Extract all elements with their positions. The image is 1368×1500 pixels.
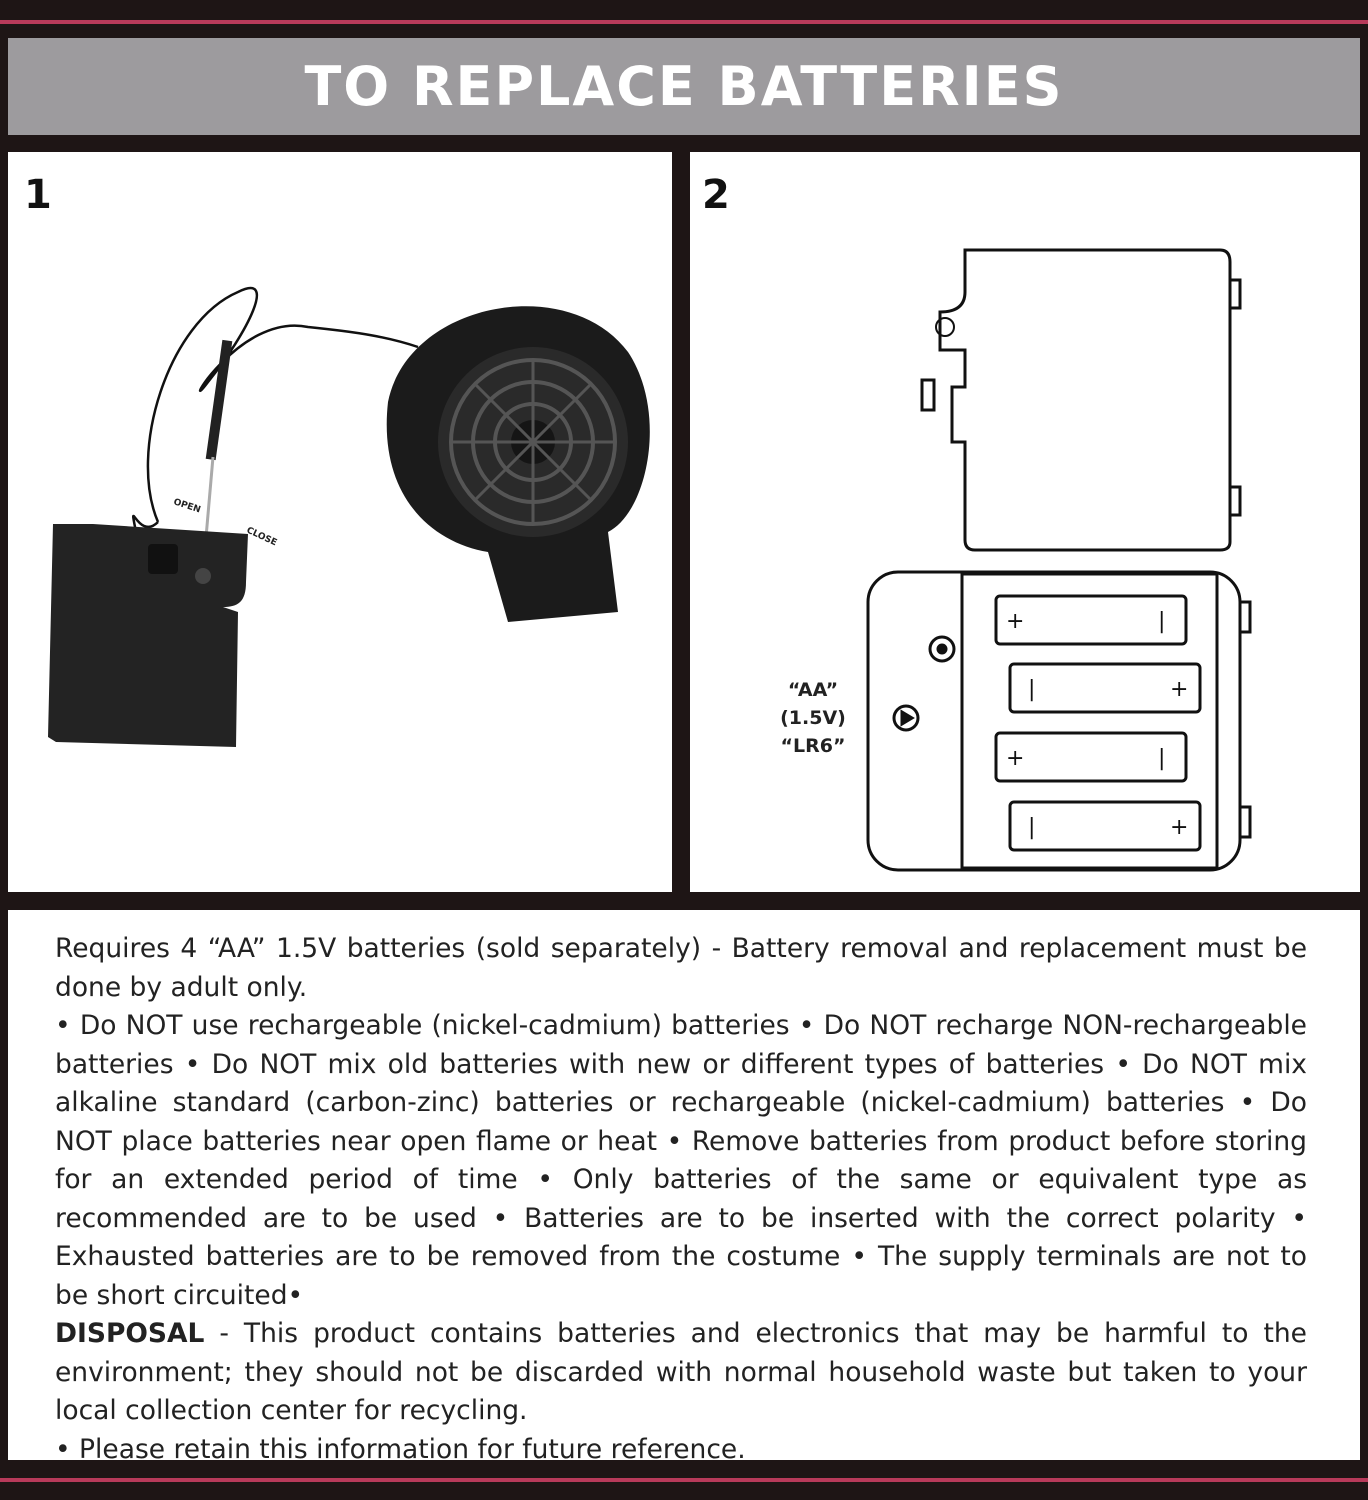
step-2-panel: 2 +| |+ +| |+ “AA” (1	[690, 152, 1360, 892]
open-label: OPEN	[172, 497, 202, 515]
requirements-text: Requires 4 “AA” 1.5V batteries (sold sep…	[55, 933, 1307, 1003]
disposal-label: DISPOSAL	[55, 1318, 205, 1349]
svg-text:|: |	[1028, 677, 1035, 702]
svg-text:|: |	[1028, 815, 1035, 840]
svg-text:+: +	[1170, 815, 1188, 840]
plus-terminal: +	[1006, 609, 1024, 634]
retain-text: • Please retain this information for fut…	[55, 1433, 746, 1465]
battery-voltage: (1.5V)	[780, 707, 846, 729]
blower-fan	[386, 306, 650, 622]
step-1-panel: 1 OPEN CLOSE	[8, 152, 672, 892]
step-number: 1	[24, 172, 52, 218]
battery-box	[48, 524, 248, 747]
battery-size: “AA”	[787, 679, 839, 701]
step-number: 2	[702, 172, 730, 218]
close-label: CLOSE	[245, 526, 279, 549]
top-accent-line	[0, 20, 1368, 24]
svg-text:+: +	[1170, 677, 1188, 702]
disposal-paragraph: DISPOSAL - This product contains batteri…	[55, 1315, 1307, 1431]
instructions-panel: Requires 4 “AA” 1.5V batteries (sold sep…	[8, 910, 1360, 1465]
header-banner: TO REPLACE BATTERIES	[8, 38, 1360, 135]
battery-type-label: “AA” (1.5V) “LR6”	[778, 676, 848, 760]
page-title: TO REPLACE BATTERIES	[304, 55, 1064, 118]
svg-text:|: |	[1158, 746, 1165, 771]
warnings-text: • Do NOT use rechargeable (nickel-cadmiu…	[55, 1010, 1307, 1311]
disposal-text: - This product contains batteries and el…	[55, 1318, 1307, 1426]
battery-cover	[920, 248, 1242, 552]
battery-compartment-diagram: + | | + + | | +	[866, 248, 1252, 872]
bottom-accent-line	[0, 1478, 1368, 1482]
battery-code: “LR6”	[780, 735, 846, 757]
battery-holder	[866, 570, 1252, 872]
blower-fan-battery-box-photo: OPEN CLOSE	[48, 286, 650, 747]
svg-text:|: |	[1158, 609, 1165, 634]
svg-text:+: +	[1006, 746, 1024, 771]
aa-batteries	[994, 594, 1202, 852]
